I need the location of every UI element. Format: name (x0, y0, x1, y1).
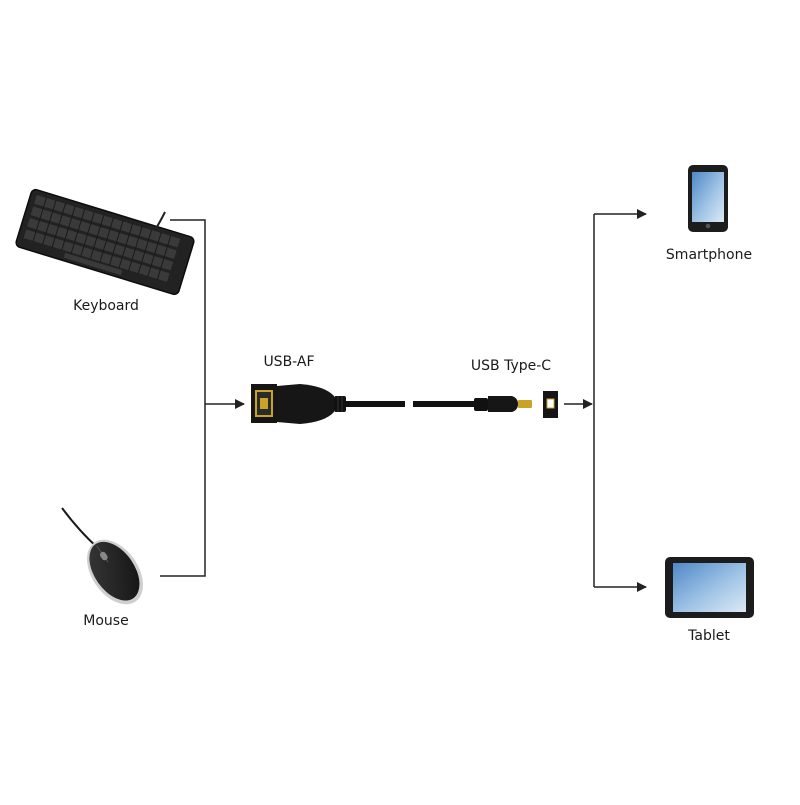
usb-type-c-plug (474, 396, 532, 412)
keyboard-label: Keyboard (73, 298, 139, 314)
usb-type-c-port (543, 391, 558, 418)
output-bracket (564, 209, 647, 592)
mouse-label: Mouse (83, 613, 129, 629)
bracket-line (160, 219, 206, 577)
usb-af-connector (251, 384, 346, 424)
tablet-image (665, 557, 754, 618)
keyboard-image (15, 188, 195, 296)
input-bracket (160, 219, 245, 577)
tablet-label: Tablet (688, 628, 730, 644)
mouse-image (61, 507, 143, 605)
smartphone-label: Smartphone (665, 247, 753, 263)
usb-af-label: USB-AF (263, 354, 315, 370)
smartphone-image (688, 165, 728, 232)
usb-type-c-label: USB Type-C (470, 358, 552, 374)
